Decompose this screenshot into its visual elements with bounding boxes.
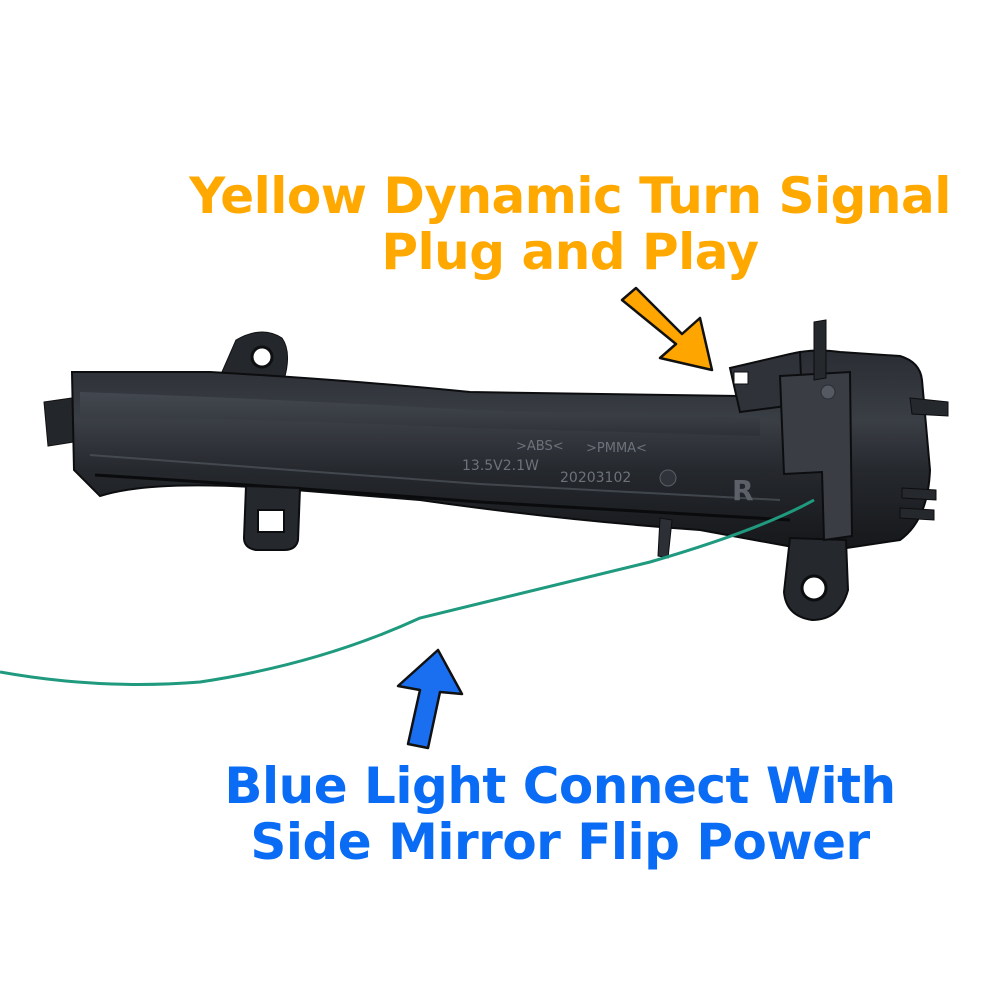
turn-signal-caption-line-1: Yellow Dynamic Turn Signal <box>189 167 951 225</box>
blue-light-caption: Blue Light Connect With Side Mirror Flip… <box>180 758 940 870</box>
middle-pin <box>657 517 673 559</box>
marking-pmma: >PMMA< <box>586 441 647 456</box>
turn-signal-caption-line-2: Plug and Play <box>381 223 759 281</box>
turn-signal-caption: Yellow Dynamic Turn Signal Plug and Play <box>160 168 980 280</box>
marking-circle <box>659 469 677 487</box>
left-end-clip <box>43 397 75 447</box>
connector-block <box>728 319 949 542</box>
marking-date-code: 20203102 <box>560 470 631 486</box>
marking-side: R <box>732 474 754 507</box>
bottom-right-mounting-eye <box>782 536 850 622</box>
blue-light-caption-line-1: Blue Light Connect With <box>224 757 896 815</box>
housing-body <box>70 349 932 554</box>
bottom-left-mounting-tab <box>242 484 302 551</box>
yellow-arrow-icon <box>620 286 714 372</box>
blue-arrow-icon <box>396 648 464 750</box>
green-wire <box>0 498 815 686</box>
blue-light-caption-line-2: Side Mirror Flip Power <box>250 813 870 871</box>
marking-rating: 13.5V2.1W <box>462 458 539 474</box>
product-markings: >ABS< >PMMA< 13.5V2.1W 20203102 R <box>462 439 754 507</box>
marking-abs: >ABS< <box>516 439 564 454</box>
